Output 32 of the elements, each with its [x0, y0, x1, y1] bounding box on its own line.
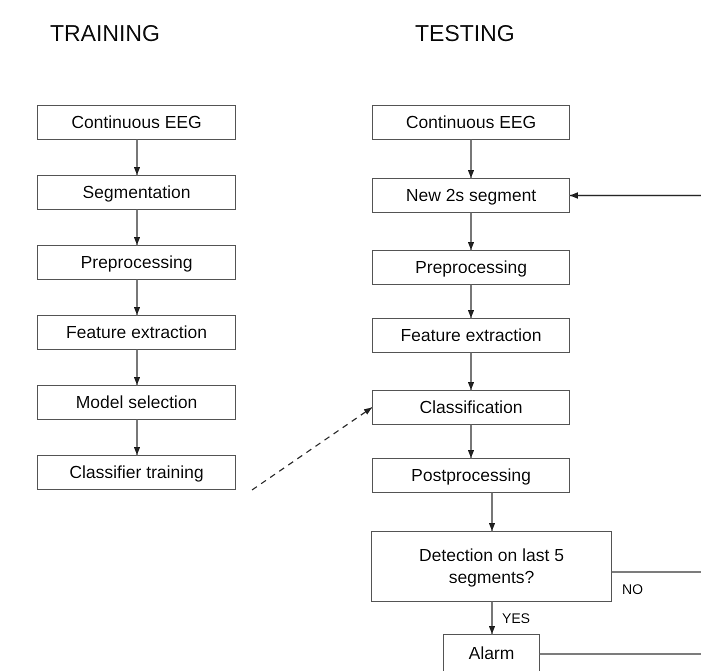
arrow [468, 285, 474, 318]
arrow [134, 140, 140, 175]
arrow [540, 192, 701, 655]
arrow [134, 280, 140, 315]
process-box: Preprocessing [372, 250, 570, 285]
arrow [468, 140, 474, 178]
arrow [134, 350, 140, 385]
process-box: New 2s segment [372, 178, 570, 213]
decision-box: Detection on last 5 segments? [371, 531, 612, 602]
process-box: Model selection [37, 385, 236, 420]
column-title: TESTING [415, 20, 515, 47]
arrow [134, 420, 140, 455]
process-box: Classifier training [37, 455, 236, 490]
arrow [468, 353, 474, 390]
column-title: TRAINING [50, 20, 160, 47]
process-box: Continuous EEG [37, 105, 236, 140]
edge-label: YES [502, 610, 530, 626]
process-box: Classification [372, 390, 570, 425]
dashed-arrow [252, 406, 372, 491]
arrow [468, 425, 474, 458]
process-box: Feature extraction [37, 315, 236, 350]
process-box: Segmentation [37, 175, 236, 210]
process-box: Alarm [443, 634, 540, 671]
process-box: Preprocessing [37, 245, 236, 280]
edge-label: NO [622, 581, 643, 597]
arrow [468, 213, 474, 250]
arrow [488, 602, 496, 634]
arrow [134, 210, 140, 245]
arrow [488, 493, 496, 531]
process-box: Continuous EEG [372, 105, 570, 140]
process-box: Feature extraction [372, 318, 570, 353]
process-box: Postprocessing [372, 458, 570, 493]
